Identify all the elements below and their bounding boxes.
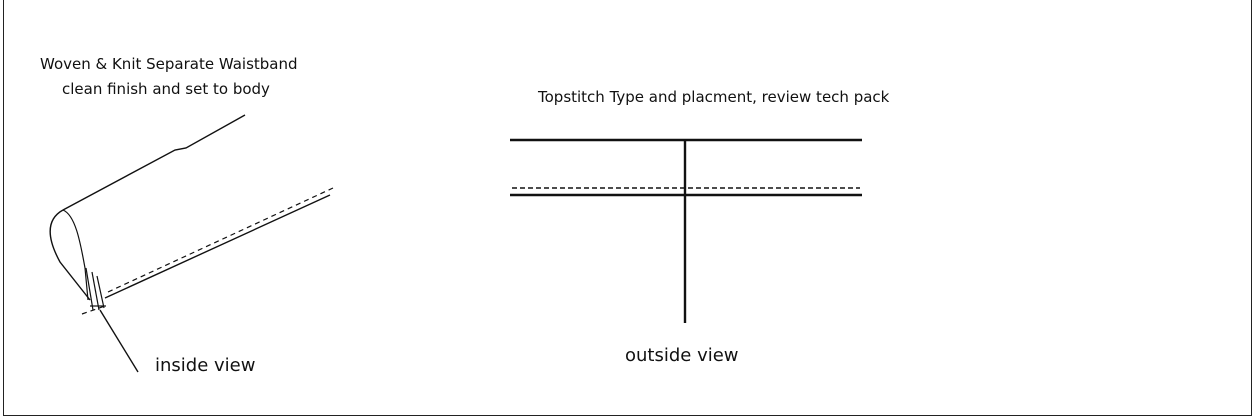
waistband-lower-edge	[104, 194, 331, 299]
frame-top-gap	[520, 0, 534, 5]
topstitch-outside-sketch	[510, 138, 862, 323]
body-panel-line	[99, 309, 139, 373]
seam-allowance-1	[85, 267, 94, 311]
waistband-stitch-line	[107, 187, 334, 293]
left-title-line-1: Woven & Knit Separate Waistband	[40, 55, 298, 73]
right-title: Topstitch Type and placment, review tech…	[538, 88, 890, 106]
outside-view-label: outside view	[625, 345, 739, 366]
left-title-line-2: clean finish and set to body	[62, 80, 270, 98]
waistband-fold-end	[49, 209, 91, 301]
seam-allowance-3	[96, 275, 105, 309]
waistband-fold-inner	[62, 209, 89, 301]
inside-view-label: inside view	[155, 355, 256, 376]
diagram-frame	[3, 0, 1252, 416]
body-seam-dashed	[81, 305, 106, 315]
waistband-top-edge	[62, 114, 246, 211]
waistband-inside-sketch	[49, 114, 334, 373]
seam-allowance-2	[91, 271, 100, 311]
